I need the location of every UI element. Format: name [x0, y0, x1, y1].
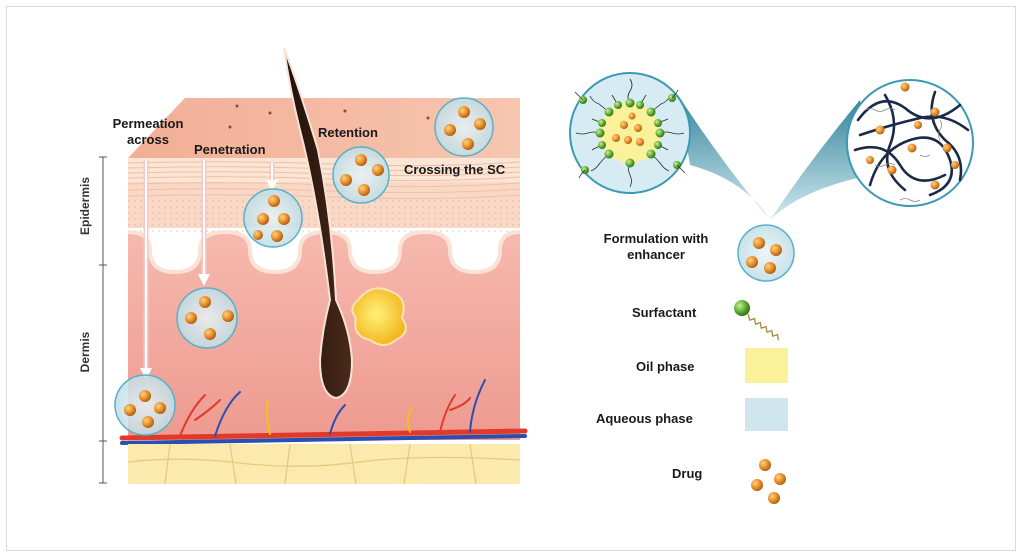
- legend-oil-phase-label: Oil phase: [636, 359, 695, 374]
- drug-bubble-penetration: [176, 287, 238, 349]
- hair: [283, 47, 354, 400]
- aqueous-phase-swatch: [745, 398, 788, 431]
- legend-aqueous-phase-label: Aqueous phase: [596, 411, 693, 426]
- legend-drug-label: Drug: [672, 466, 703, 481]
- label-crossing-sc: Crossing the SC: [404, 162, 506, 177]
- sebaceous-gland: [351, 287, 407, 346]
- drug-symbol: [751, 459, 786, 504]
- layer-brackets: [99, 156, 107, 484]
- label-penetration: Penetration: [194, 142, 266, 157]
- pathway-arrows: [140, 160, 278, 380]
- surfactant-symbol: [734, 300, 780, 341]
- fat-layer: [128, 444, 520, 484]
- label-formulation-line2: enhancer: [627, 247, 685, 262]
- oil-phase-swatch: [745, 348, 788, 383]
- label-formulation-line1: Formulation with: [603, 231, 709, 246]
- label-epidermis: Epidermis: [78, 176, 92, 236]
- label-permeation-line2: across: [127, 132, 169, 147]
- skin-section: [119, 47, 528, 485]
- label-retention: Retention: [318, 125, 378, 140]
- skin-surface: [128, 98, 520, 158]
- legend-surfactant-label: Surfactant: [632, 305, 697, 320]
- microemulsion-structure: [569, 72, 691, 194]
- drug-bubble-crossing: [434, 97, 494, 157]
- label-permeation-line1: Permeation: [112, 116, 184, 131]
- drug-bubble-epidermis: [243, 188, 303, 248]
- formulation-bubble: [737, 224, 795, 282]
- blood-vessels: [119, 379, 528, 445]
- drug-bubble-permeation: [114, 374, 176, 436]
- drug-bubble-retention: [332, 146, 390, 204]
- label-formulation: Formulation with enhancer: [582, 231, 730, 263]
- funnels: [678, 95, 870, 220]
- label-dermis: Dermis: [78, 331, 92, 373]
- polymer-network-structure: [846, 79, 974, 207]
- label-permeation: Permeation across: [104, 116, 192, 148]
- stratum-corneum-lines: [127, 161, 521, 200]
